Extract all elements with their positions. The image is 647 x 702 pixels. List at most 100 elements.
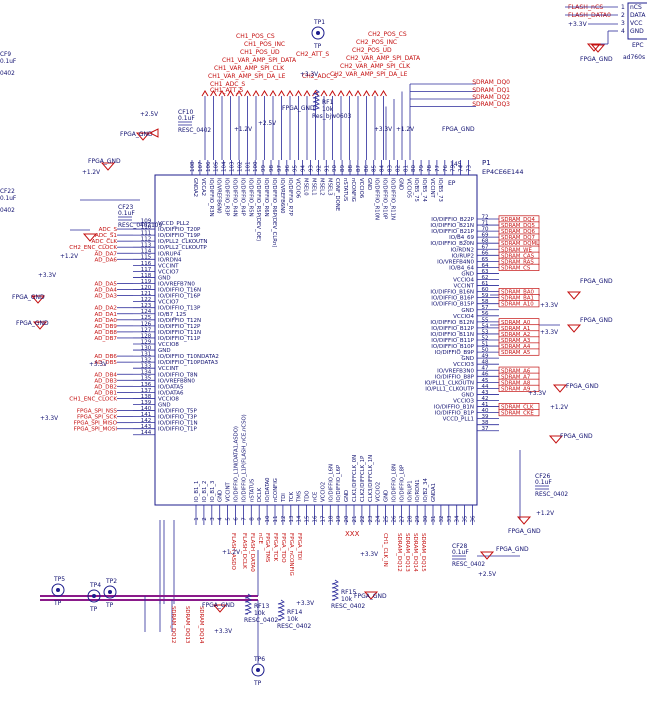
- bottom-pin-name: nCONFIG: [273, 478, 279, 502]
- left-pin-name: IO/DIFFIO_T16N: [158, 288, 201, 294]
- gnd-label: FPGA_GND: [580, 278, 613, 285]
- chip-package-mark: EP: [448, 180, 456, 187]
- right-pin-name: IO/DIFFIO_B8P: [435, 374, 475, 380]
- bottom-pin-number: 36: [471, 515, 477, 522]
- left-pin-number: 133: [141, 364, 152, 370]
- left-pin-name: GND: [158, 403, 171, 409]
- right-pin-number: 46: [482, 372, 489, 378]
- left-pin-number: 127: [141, 327, 152, 333]
- right-pin-number: 62: [482, 275, 489, 281]
- left-pin-name: IO/DIFFIO_T8N: [158, 372, 198, 378]
- top-net-arrow: [295, 90, 302, 97]
- res-zigzag: [331, 579, 339, 601]
- bottom-pin-number: 24: [376, 515, 382, 522]
- top-pin-number: 73: [467, 165, 473, 172]
- left-pin-number: 128: [141, 333, 152, 339]
- bottom-pin-number: 19: [336, 515, 342, 522]
- top-pin-number: 103: [230, 161, 236, 172]
- wire-layer: [40, 83, 560, 663]
- right-pin-name: GND: [461, 308, 474, 314]
- power-arrow: [148, 128, 159, 138]
- top-net-label: CH2_VAR_AMP_SPI_DATA: [346, 55, 421, 62]
- right-pin-name: IO/PLL1_CLKOUTN: [424, 380, 474, 386]
- top-net-arrow: [218, 90, 226, 97]
- top-net-label: CH2_ADC_S: [302, 73, 337, 80]
- left-net-label: AD_DA1: [94, 312, 117, 318]
- res-value: 10k: [341, 596, 353, 603]
- right-net-label: SDRAM_A6: [501, 368, 531, 374]
- bottom-pin-name: IO_B1_2: [202, 481, 208, 502]
- top-net-label: SDRAM_DQ3: [472, 101, 510, 108]
- right-net-box: [498, 263, 540, 271]
- right-pin-number: 64: [482, 263, 489, 269]
- ground-symbol: [566, 291, 582, 300]
- left-pin-number: 144: [141, 430, 152, 436]
- right-pin-name: IO/B4_64: [449, 265, 474, 271]
- right-pin-name: IO/DIFFIO_B10P: [431, 344, 474, 350]
- left-net-label: CH1_ENC_CLOCK: [69, 396, 117, 402]
- ground-triangle: [212, 604, 228, 613]
- left-pin-name: IO/DIFFIO_T11N: [158, 330, 201, 336]
- left-pin-number: 131: [141, 352, 152, 358]
- bottom-pin-name: IO/RDN1: [415, 479, 421, 502]
- left-pin-number: 137: [141, 388, 152, 394]
- top-pin-number: 84: [380, 165, 386, 172]
- right-pin-name: IO/DIFFIO_B11P: [431, 338, 474, 344]
- top-net-arrow: [269, 90, 277, 97]
- right-pin-number: 61: [482, 281, 489, 287]
- top-pin-name: IO/DIFFIO_R11N: [390, 178, 396, 220]
- left-pin-number: 135: [141, 376, 152, 382]
- cap-package: RESC_0402: [178, 128, 211, 134]
- fpga-body[interactable]: [154, 174, 478, 506]
- header-3v3: +3.3V: [568, 21, 588, 28]
- left-net-label: AD_DA5: [94, 282, 117, 288]
- gnd-label: FPGA_GND: [560, 433, 593, 440]
- res-value: 10k: [322, 106, 334, 113]
- top-net-label: CH1_ATT_S: [210, 87, 243, 94]
- bottom-pin-name: IO/DIFFIO_L8P: [399, 464, 405, 502]
- left-pin-name: IO/VREFB8N0: [158, 378, 195, 384]
- left-pin-number: 124: [141, 309, 152, 315]
- right-pin-name: IO/DIFFIO_B16P: [431, 296, 474, 302]
- top-pin-number: 94: [301, 165, 307, 172]
- right-pin-number: 39: [482, 414, 489, 420]
- right-pin-number: 47: [482, 366, 489, 372]
- bottom-pin-number: 12: [281, 516, 287, 523]
- header-subpart: ad760s: [623, 54, 645, 61]
- ground-triangle: [552, 384, 568, 393]
- tp-dot: [108, 590, 112, 594]
- cap-package: RESC_0402: [535, 492, 568, 498]
- top-pin-name: IO/DIFFIO_R10N: [374, 178, 380, 220]
- top-net-label: CH1_POS_UD: [240, 49, 280, 56]
- cap-package: RESC_0402: [452, 562, 485, 568]
- gnd-label: FPGA_GND: [566, 383, 599, 390]
- bottom-pin-number: 5: [226, 517, 232, 521]
- left-net-label: AD_DB4: [94, 372, 117, 378]
- ground-triangle: [32, 321, 48, 330]
- bottom-pin-name: TDI: [281, 493, 287, 503]
- cap-ref: CF26: [535, 473, 550, 480]
- power-rail-label: +1.2V: [550, 405, 568, 411]
- bottom-pin-number: 29: [415, 515, 421, 522]
- bottom-pin-number: 18: [328, 515, 334, 522]
- left-pin-name: IO/DIFFIO_T13P: [158, 306, 201, 312]
- bottom-pin-name: CLK1/DIFFCLK_0N: [352, 455, 358, 502]
- left-net-label: AD_DB3: [94, 378, 117, 384]
- top-pin-number: 74: [459, 165, 465, 172]
- right-pin-number: 60: [482, 287, 489, 293]
- tp-ring: [251, 663, 265, 677]
